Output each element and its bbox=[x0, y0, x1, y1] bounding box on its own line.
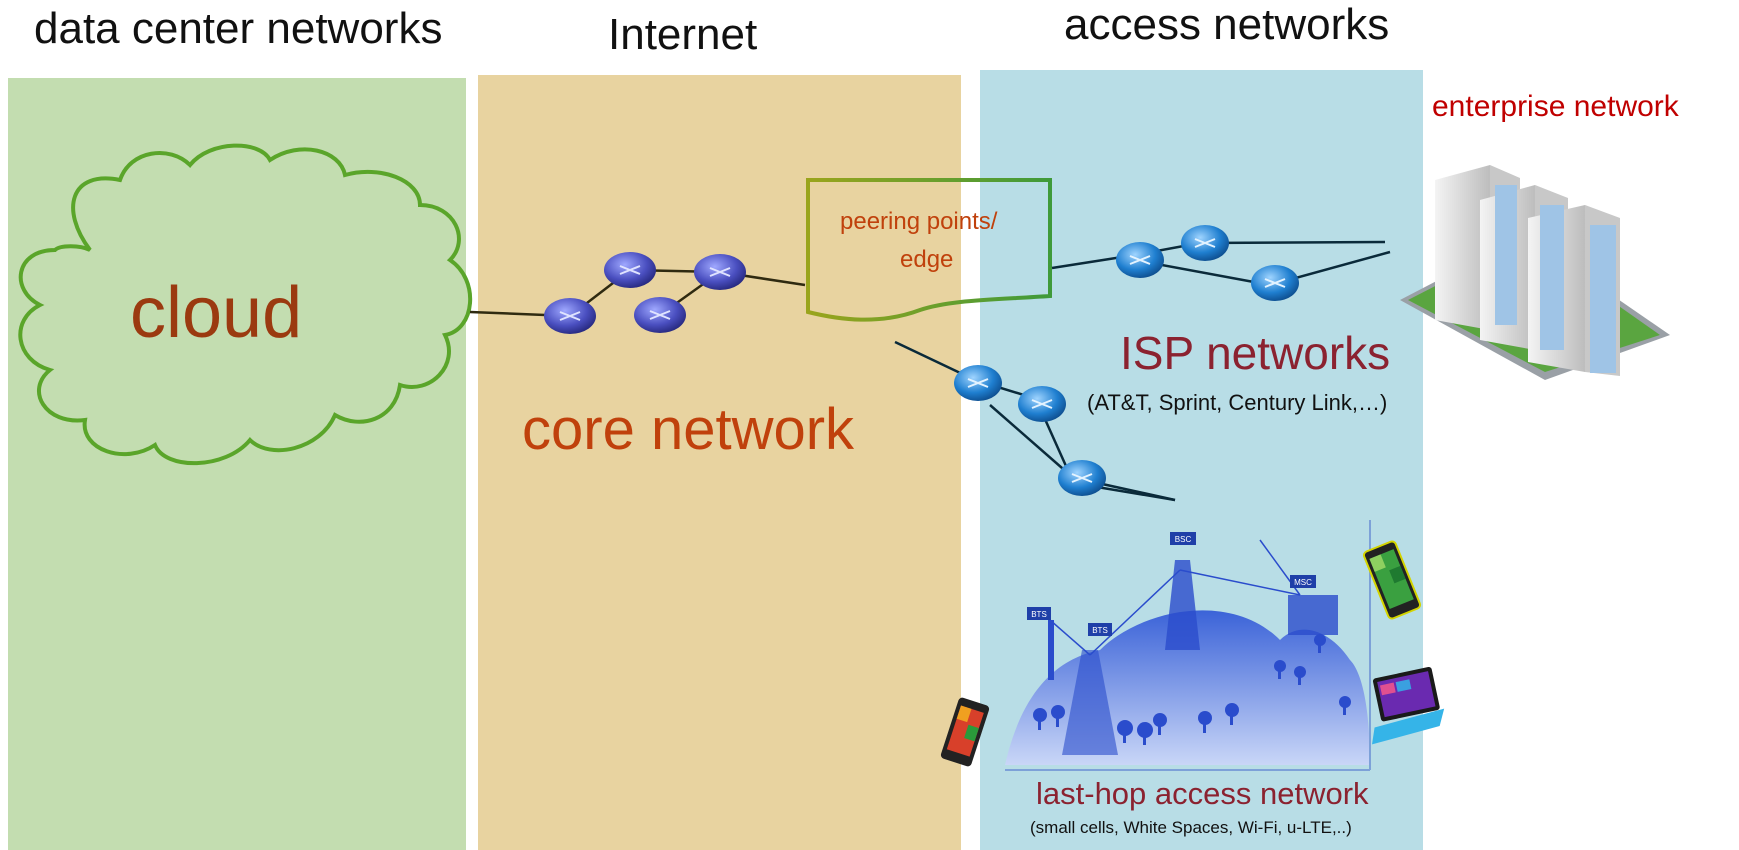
internet-panel bbox=[478, 75, 961, 850]
router-icon bbox=[1116, 242, 1164, 278]
smartphone-icon bbox=[1362, 540, 1422, 620]
last-hop-label: last-hop access network bbox=[1036, 776, 1369, 811]
router-icon bbox=[604, 252, 656, 288]
header-access: access networks bbox=[1064, 0, 1390, 49]
cloud-label: cloud bbox=[130, 273, 303, 353]
cell-tag-bsc: BSC bbox=[1175, 535, 1192, 544]
cellular-network-illustration: BSC MSC BTS BTS bbox=[1005, 520, 1371, 771]
router-icon bbox=[1058, 460, 1106, 496]
cell-tag-bts: BTS bbox=[1031, 610, 1047, 619]
smartphone-icon bbox=[940, 697, 990, 767]
header-internet: Internet bbox=[608, 10, 758, 59]
router-icon bbox=[634, 297, 686, 333]
tablet-icon bbox=[1372, 666, 1445, 745]
enterprise-network-label: enterprise network bbox=[1432, 90, 1679, 123]
isp-networks-label: ISP networks bbox=[1120, 327, 1391, 379]
cell-tag-bts: BTS bbox=[1092, 626, 1108, 635]
last-hop-examples-label: (small cells, White Spaces, Wi-Fi, u-LTE… bbox=[1030, 818, 1352, 837]
cell-tag-msc: MSC bbox=[1294, 578, 1312, 587]
router-icon bbox=[954, 365, 1002, 401]
router-icon bbox=[694, 254, 746, 290]
core-network-label: core network bbox=[522, 397, 855, 462]
router-icon bbox=[1181, 225, 1229, 261]
router-icon bbox=[544, 298, 596, 334]
header-data-center: data center networks bbox=[34, 4, 443, 53]
isp-examples-label: (AT&T, Sprint, Century Link,…) bbox=[1087, 390, 1388, 415]
peering-label-line1: peering points/ bbox=[840, 208, 998, 235]
peering-label-line2: edge bbox=[900, 246, 954, 273]
router-icon bbox=[1018, 386, 1066, 422]
enterprise-building-icon bbox=[1400, 165, 1670, 380]
cloud-shape bbox=[18, 143, 473, 466]
router-icon bbox=[1251, 265, 1299, 301]
peering-edge-box bbox=[806, 178, 1052, 322]
